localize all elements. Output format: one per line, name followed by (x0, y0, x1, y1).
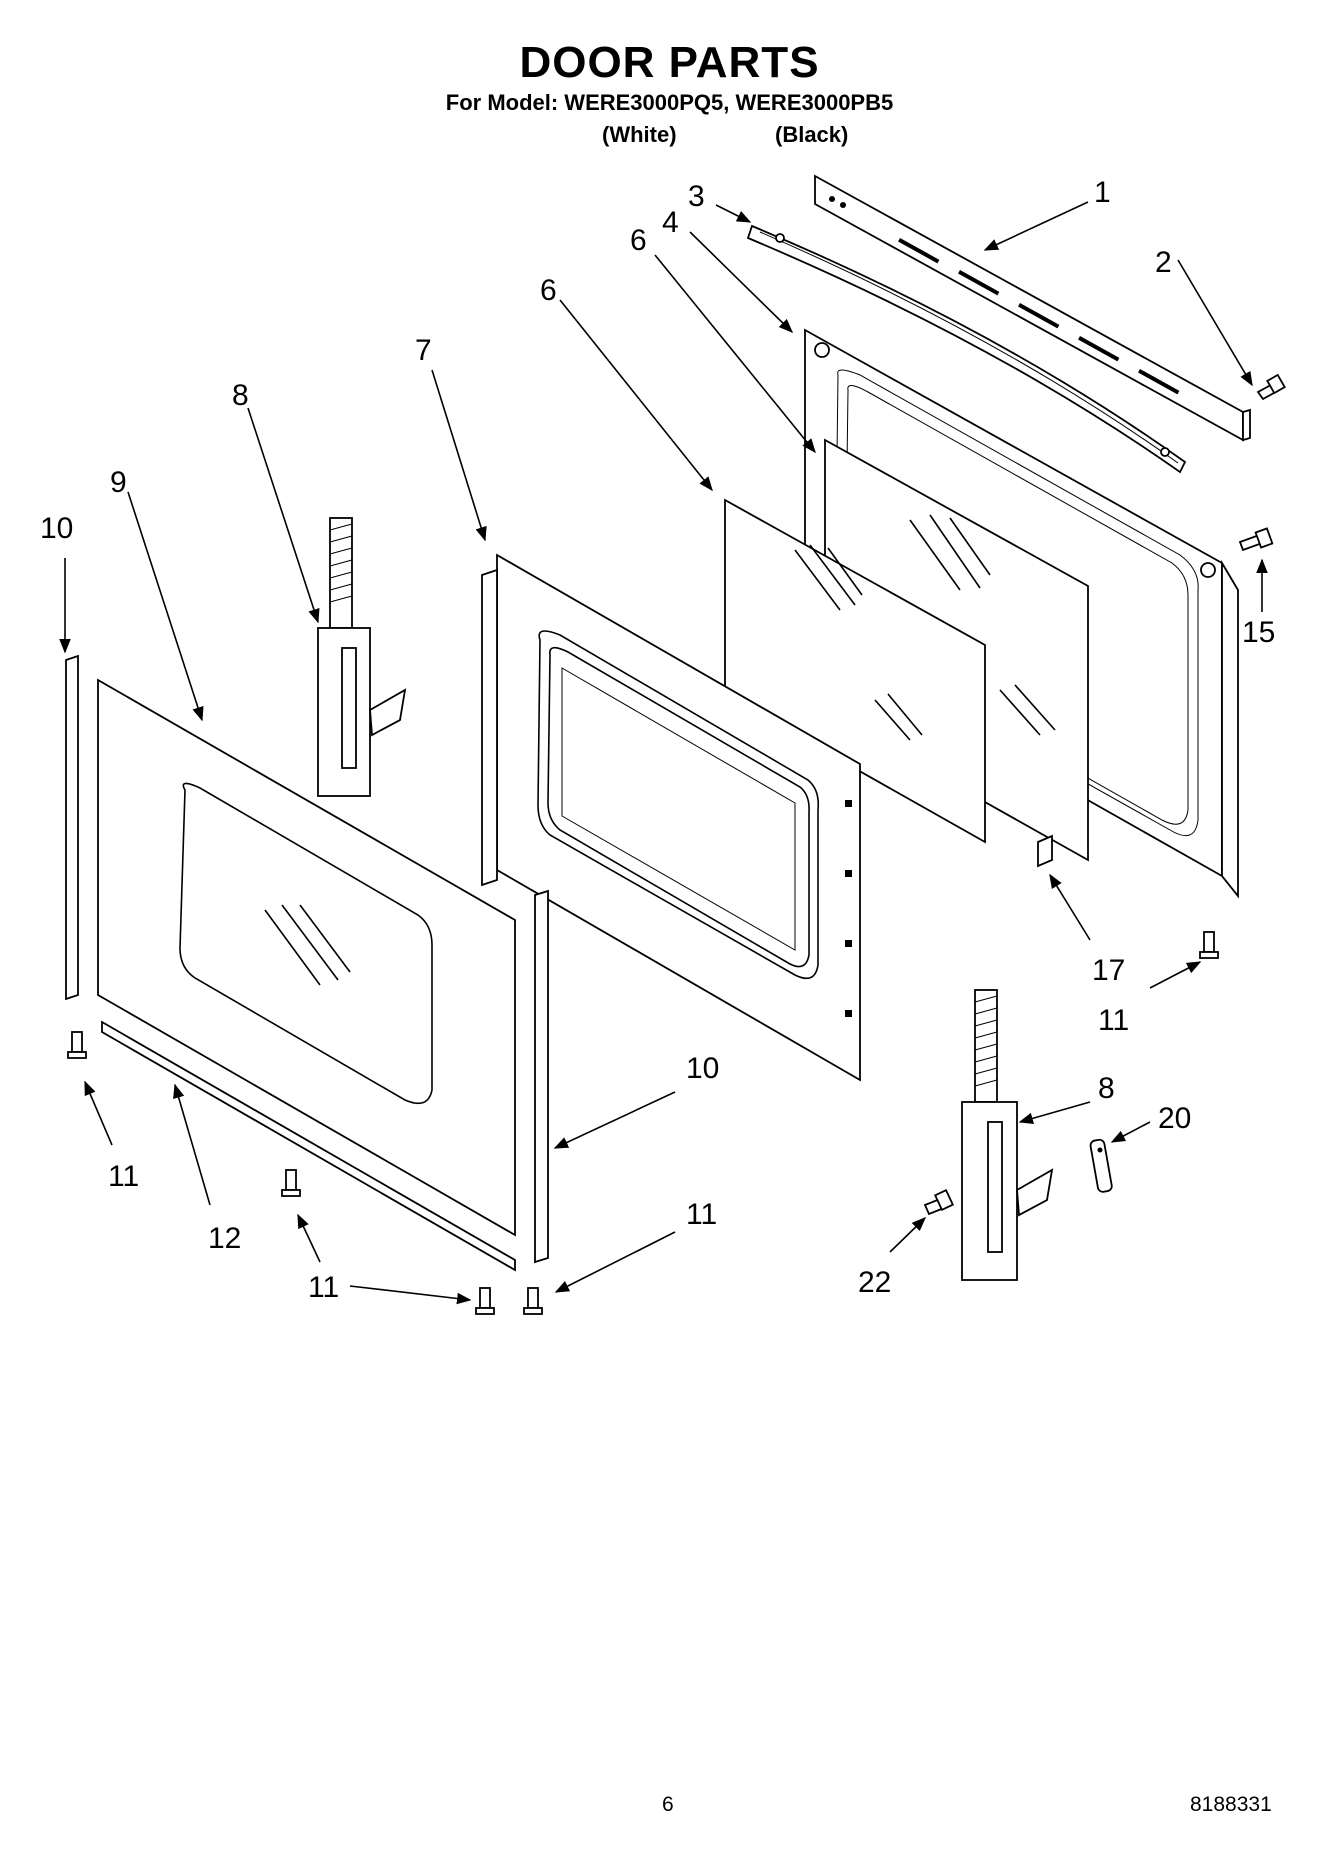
side-trim-part-10-left (65, 654, 79, 1001)
bottom-trim-part-12 (101, 1020, 516, 1272)
leader-4 (689, 231, 794, 334)
variant-white-label: (White) (602, 122, 677, 147)
leader-12 (173, 1083, 211, 1206)
inner-door-liner-part-7 (481, 553, 861, 1082)
model-line: For Model: WERE3000PQ5, WERE3000PB5 (445, 90, 894, 115)
hinge-part-8-right (961, 989, 1054, 1281)
callout-10-right: 10 (686, 1052, 719, 1085)
screw-part-22 (923, 1189, 955, 1216)
callout-17: 17 (1092, 954, 1125, 987)
callout-12: 12 (208, 1222, 241, 1255)
leader-11-a (84, 1080, 113, 1146)
screw-part-15 (1238, 527, 1274, 552)
screw-part-11-c (475, 1287, 495, 1315)
variant-black-label: (Black) (775, 122, 849, 147)
leader-7 (431, 369, 487, 542)
clip-part-17 (1037, 834, 1053, 868)
vent-trim-part-1 (814, 174, 1251, 442)
callout-labels: 1 2 3 4 6 6 7 8 9 10 10 11 11 11 11 12 1… (40, 176, 1275, 1304)
screw-part-2 (1256, 373, 1286, 401)
leader-8-right (1018, 1101, 1091, 1124)
callout-22: 22 (858, 1266, 891, 1299)
callout-1: 1 (1094, 176, 1111, 209)
leader-10-right (553, 1091, 676, 1149)
callout-11-a: 11 (108, 1160, 139, 1193)
glass-pane-part-6-front (724, 498, 986, 844)
callout-11-c: 11 (686, 1198, 717, 1231)
callout-20: 20 (1158, 1102, 1191, 1135)
leader-17 (1049, 873, 1091, 941)
hinge-part-8-left (317, 517, 407, 797)
leader-22 (889, 1216, 927, 1253)
leader-11-d (554, 1231, 676, 1293)
screw-part-11-e (1199, 931, 1219, 959)
callout-6-front: 6 (540, 274, 557, 307)
callout-4: 4 (662, 206, 679, 239)
callout-8-left: 8 (232, 379, 249, 412)
callout-11-d: 11 (1098, 1004, 1129, 1037)
callout-7: 7 (415, 334, 432, 367)
document-number: 8188331 (1190, 1793, 1272, 1816)
bracket-part-20 (1089, 1138, 1113, 1193)
page-title: DOOR PARTS (519, 38, 820, 87)
callout-15: 15 (1242, 616, 1275, 649)
callout-11-b: 11 (308, 1271, 339, 1304)
screw-part-11-d (523, 1287, 543, 1315)
leader-11-e (1149, 961, 1202, 989)
leader-3 (715, 204, 752, 223)
page-number: 6 (662, 1793, 674, 1816)
leader-6-rear (654, 254, 816, 454)
callout-8-right: 8 (1098, 1072, 1115, 1105)
leader-20 (1110, 1121, 1151, 1143)
screw-part-11-b (281, 1169, 301, 1197)
outer-door-glass-part-9 (97, 678, 516, 1237)
leader-9 (127, 491, 204, 722)
leader-6-front (559, 299, 713, 492)
leader-8-left (247, 407, 320, 624)
leader-lines (59, 201, 1268, 1305)
side-trim-part-10-right (534, 889, 549, 1264)
callout-2: 2 (1155, 246, 1172, 279)
screw-part-11-a (67, 1031, 87, 1059)
callout-3: 3 (688, 180, 705, 213)
door-handle-part-3 (746, 224, 1187, 474)
leader-1 (983, 201, 1089, 251)
leader-2 (1177, 259, 1253, 387)
callout-6-rear: 6 (630, 224, 647, 257)
callout-9: 9 (110, 466, 127, 499)
leader-11-c (349, 1285, 472, 1305)
leader-11-b (297, 1213, 321, 1263)
callout-10-left: 10 (40, 512, 73, 545)
